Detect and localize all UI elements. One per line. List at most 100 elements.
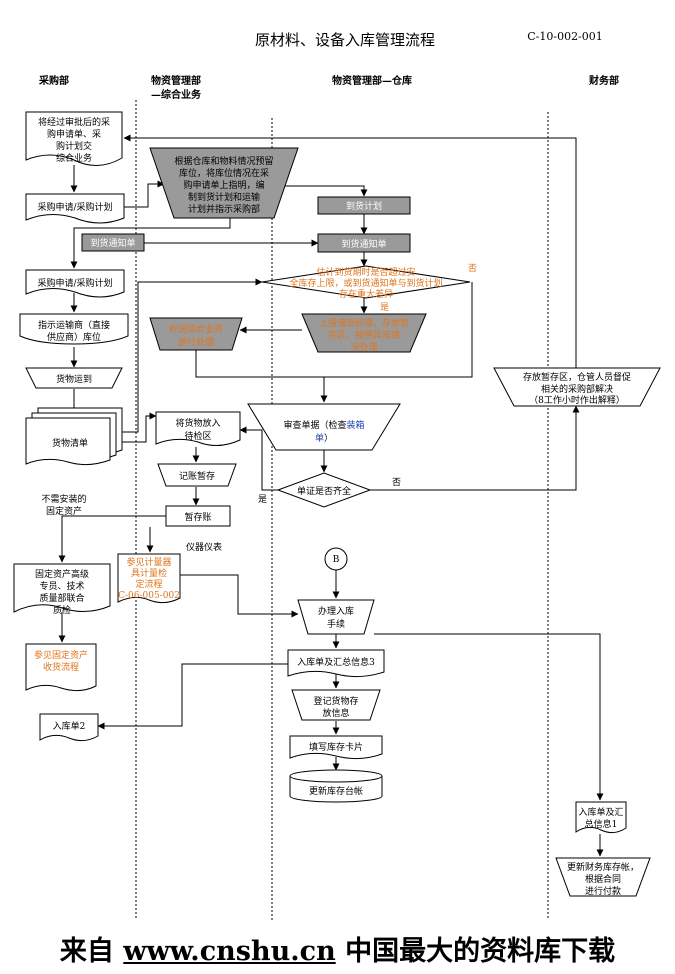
label-instruments: 仪器仪表 [186,541,222,553]
node-generate-plan[interactable]: 根据仓库和物料情况预留 库位，将库位情况在采 购申请单上指明，编 制到货计划和运… [149,147,299,219]
svg-text:到货通知单: 到货通知单 [341,238,386,250]
node-inbound-2[interactable]: 入库单2 [39,713,99,742]
connector-meter-handle [162,574,299,618]
node-docs-check[interactable]: 单证是否齐全 [276,472,372,508]
svg-text:定流程: 定流程 [135,578,162,590]
svg-text:存放暂存区，仓管人员督促: 存放暂存区，仓管人员督促 [523,371,631,383]
svg-text:入库单2: 入库单2 [53,720,86,732]
svg-text:购申请单上指明，编: 购申请单上指明，编 [183,179,264,191]
node-temp-account[interactable]: 暂存账 [165,505,231,527]
svg-text:货物清单: 货物清单 [52,437,88,449]
label-yes-1: 是 [380,302,389,313]
connector-feedback-top [123,134,577,368]
footer-suffix: 中国最大的资料库下载 [335,936,616,967]
node-report[interactable]: 上报储运经理，存放暂 存区，按照异常情 况处理 [301,313,427,353]
connector-generate-arrivalplan [282,185,368,197]
svg-text:相关的采购部解决: 相关的采购部解决 [541,383,613,395]
lane-warehouse: 物资管理部—仓库 [332,74,412,87]
node-review-docs[interactable]: 审查单据（检查装箱 单） [247,403,401,451]
svg-text:入库单及汇总信息3: 入库单及汇总信息3 [297,656,375,668]
node-inbound-summary-3[interactable]: 入库单及汇总信息3 [287,649,385,678]
label-yes-2: 是 [258,494,267,505]
svg-text:填写库存卡片: 填写库存卡片 [309,741,363,753]
node-see-fixed[interactable]: 参见固定资产 收货流程 [25,643,97,692]
node-update-ledger[interactable]: 更新库存台帐 [289,769,383,803]
svg-text:单证是否齐全: 单证是否齐全 [297,485,351,497]
node-temp-storage[interactable]: 存放暂存区，仓管人员督促 相关的采购部解决 （8工作小时作出解释） [493,367,661,407]
svg-text:参见计量器: 参见计量器 [126,556,171,568]
node-see-meter[interactable]: 参见计量器 具计量检 定流程 C-06-005-002 [117,553,181,604]
node-record-temp[interactable]: 记账暂存 [157,463,237,487]
node-register-goods[interactable]: 登记货物存 放信息 [291,689,381,721]
node-arrival-plan[interactable]: 到货计划 [317,196,411,215]
svg-text:供应商）库位: 供应商）库位 [47,331,101,343]
svg-text:进行处理: 进行处理 [178,336,214,348]
connector-handle-summary1 [374,633,604,801]
svg-text:购申请单、采: 购申请单、采 [47,128,101,140]
footer-prefix: 来自 [59,936,124,967]
node-instruct-carrier[interactable]: 指示运输商（直接 供应商）库位 [19,313,129,345]
node-arrival-notice-right[interactable]: 到货通知单 [317,233,411,253]
svg-text:C-06-005-002: C-06-005-002 [118,591,180,601]
node-inbound-summary-1[interactable]: 入库单及汇 总信息1 [575,801,627,834]
lane-material-general-1: 物资管理部 [151,74,201,87]
page-title: 原材料、设备入库管理流程 [255,31,435,49]
svg-text:暂存账: 暂存账 [184,511,211,523]
svg-text:将货物放入: 将货物放入 [175,417,220,429]
svg-text:总信息1: 总信息1 [585,818,618,830]
connector-list-inspect [118,412,157,443]
lane-material-general-2: —综合业务 [151,88,202,101]
svg-text:单）: 单） [315,432,333,444]
connector-docs-no [368,405,580,491]
node-purchase-plan-2[interactable]: 采购申请/采购计划 [25,269,125,298]
svg-text:收货流程: 收货流程 [43,661,79,673]
svg-text:估计到货期时是否超过安: 估计到货期时是否超过安 [316,266,415,278]
svg-text:参见固定资产: 参见固定资产 [34,649,88,661]
svg-text:货物运到: 货物运到 [56,373,92,385]
connector-b[interactable]: B [324,547,348,571]
svg-text:记账暂存: 记账暂存 [179,470,215,482]
svg-text:综合业务: 综合业务 [56,152,92,164]
footer-link[interactable]: www.cnshu.cn [123,936,336,967]
svg-text:全库存上限，或到货通知单与到货计划: 全库存上限，或到货通知单与到货计划 [289,277,442,289]
doc-code: C-10-002-001 [527,30,603,43]
connector-account-fixed [58,515,166,563]
svg-text:具计量检: 具计量检 [131,567,167,579]
svg-text:更新财务库存帐，: 更新财务库存帐， [567,861,639,873]
svg-text:手续: 手续 [327,618,345,630]
node-arrival-notice-left[interactable]: 到货通知单 [81,233,145,252]
svg-text:将经过审批后的采: 将经过审批后的采 [38,116,110,128]
svg-text:采购申请/采购计划: 采购申请/采购计划 [37,277,112,289]
svg-text:放信息: 放信息 [322,707,349,719]
node-stock-card[interactable]: 填写库存卡片 [289,735,383,760]
node-goods-list[interactable]: 货物清单 [25,407,123,466]
svg-text:（8工作小时作出解释）: （8工作小时作出解释） [529,394,625,406]
connector-list-decision [118,278,263,433]
node-purchase-plan[interactable]: 采购申请/采购计划 [25,193,125,224]
svg-text:入库单及汇: 入库单及汇 [578,806,623,818]
connector-docs-yes [239,426,278,491]
svg-text:根据仓库和物料情况预留: 根据仓库和物料情况预留 [174,155,273,167]
svg-text:上报储运经理，存放暂: 上报储运经理，存放暂 [319,317,409,329]
svg-text:质量部联合: 质量部联合 [39,592,84,604]
svg-text:审查单据（检查装箱: 审查单据（检查装箱 [283,419,364,431]
svg-text:进行付款: 进行付款 [585,885,621,897]
connector-plan-generate [124,180,165,208]
node-fixed-asset-check[interactable]: 固定资产高级 专员、技术 质量部联合 质检 [13,563,111,616]
svg-text:办理入库: 办理入库 [318,605,354,617]
svg-text:固定资产高级: 固定资产高级 [35,568,89,580]
svg-text:到货通知单: 到货通知单 [90,237,135,249]
label-no-2: 否 [392,477,401,488]
node-send-general[interactable]: 秒送综合业务 进行处理 [149,317,243,351]
node-approved-docs[interactable]: 将经过审批后的采 购申请单、采 购计划交 综合业务 [25,111,123,166]
node-handle-inbound[interactable]: 办理入库 手续 [297,599,375,635]
node-goods-arrive[interactable]: 货物运到 [25,367,123,389]
node-decision-check[interactable]: 估计到货期时是否超过安 全库存上限，或到货通知单与到货计划 存在重大差异 [261,265,471,300]
svg-text:存区，按照异常情: 存区，按照异常情 [328,329,400,341]
svg-text:秒送综合业务: 秒送综合业务 [169,323,223,335]
node-inspect-area[interactable]: 将货物放入 待检区 [155,411,241,446]
svg-text:库位，将库位情况在采: 库位，将库位情况在采 [179,167,269,179]
svg-text:指示运输商（直接: 指示运输商（直接 [38,319,110,331]
node-finance-pay[interactable]: 更新财务库存帐， 根据合同 进行付款 [555,857,651,897]
